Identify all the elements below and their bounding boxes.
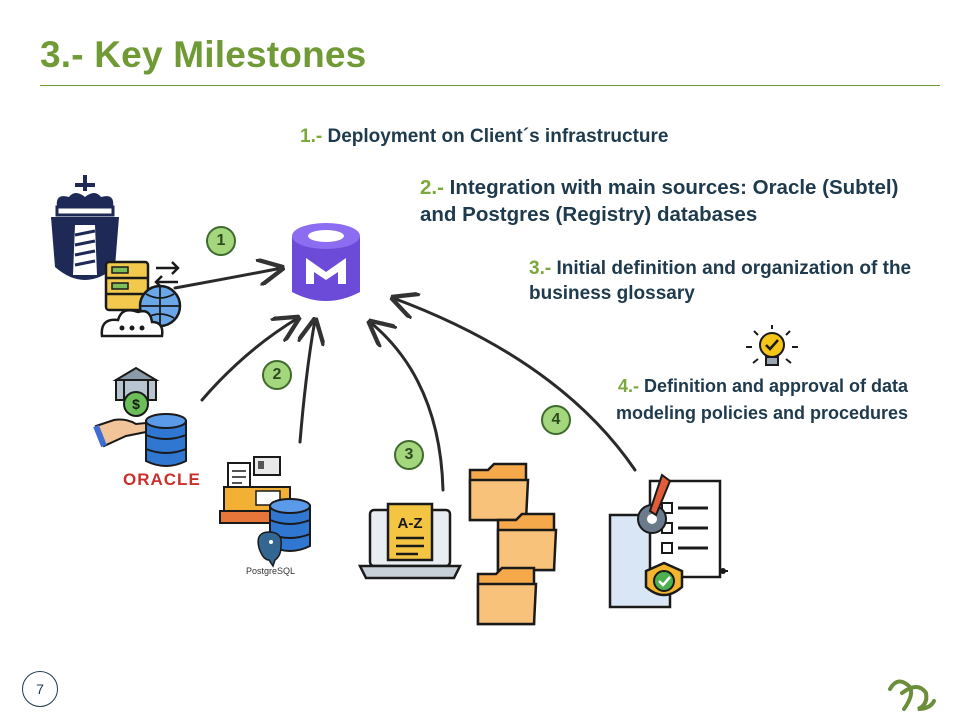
bank-money-icon: $ [93, 366, 160, 448]
milestone-2-text: Integration with main sources: Oracle (S… [420, 176, 899, 226]
svg-text:$: $ [132, 396, 140, 412]
arrow-postgres [300, 320, 315, 444]
arrows [173, 268, 637, 492]
glossary-label: A-Z [398, 515, 423, 532]
folder-icon [496, 512, 558, 572]
server-cloud-icon [100, 260, 182, 338]
milestone-4-text: Definition and approval of data modeling… [615, 376, 908, 423]
step-marker-3: 3 [394, 440, 424, 470]
postgres-elephant-icon [257, 531, 282, 568]
milestone-3-number: 3.- [529, 258, 552, 279]
page-number: 7 [22, 671, 58, 707]
milestone-3-text: Initial definition and organization of t… [529, 258, 912, 304]
step-marker-1: 1 [206, 226, 236, 256]
arrow-glossary [370, 322, 445, 492]
arrow-policies [393, 298, 637, 472]
folder-icon [468, 462, 530, 522]
database-icon [145, 413, 187, 467]
milestone-2: 2.- Integration with main sources: Oracl… [420, 174, 920, 228]
laptop-glossary-icon: A-Z [357, 502, 463, 580]
metadata-hub-icon [292, 223, 360, 301]
step-marker-2: 2 [262, 360, 292, 390]
milestone-4-number: 4.- [617, 376, 639, 396]
milestone-4: 4.- Definition and approval of data mode… [610, 373, 908, 427]
postgres-logo: PostgreSQL [246, 566, 296, 576]
step-marker-4: 4 [541, 405, 571, 435]
policy-document-icon [608, 473, 728, 609]
lightbulb-icon [746, 325, 798, 366]
page-title: 3.- Key Milestones [40, 34, 367, 75]
arrow-infra [173, 268, 282, 290]
logo-icon [888, 679, 936, 711]
milestone-1: 1.- Deployment on Client´s infrastructur… [300, 126, 668, 148]
milestone-3: 3.- Initial definition and organization … [529, 256, 939, 306]
crown-shield-icon [51, 175, 119, 280]
folder-icon [476, 566, 538, 626]
title-divider [40, 85, 940, 86]
arrow-oracle [200, 318, 298, 402]
milestone-2-number: 2.- [420, 176, 444, 199]
milestone-1-text: Deployment on Client´s infrastructure [327, 126, 669, 147]
milestone-1-number: 1.- [300, 126, 323, 147]
oracle-logo: ORACLE [123, 470, 201, 489]
